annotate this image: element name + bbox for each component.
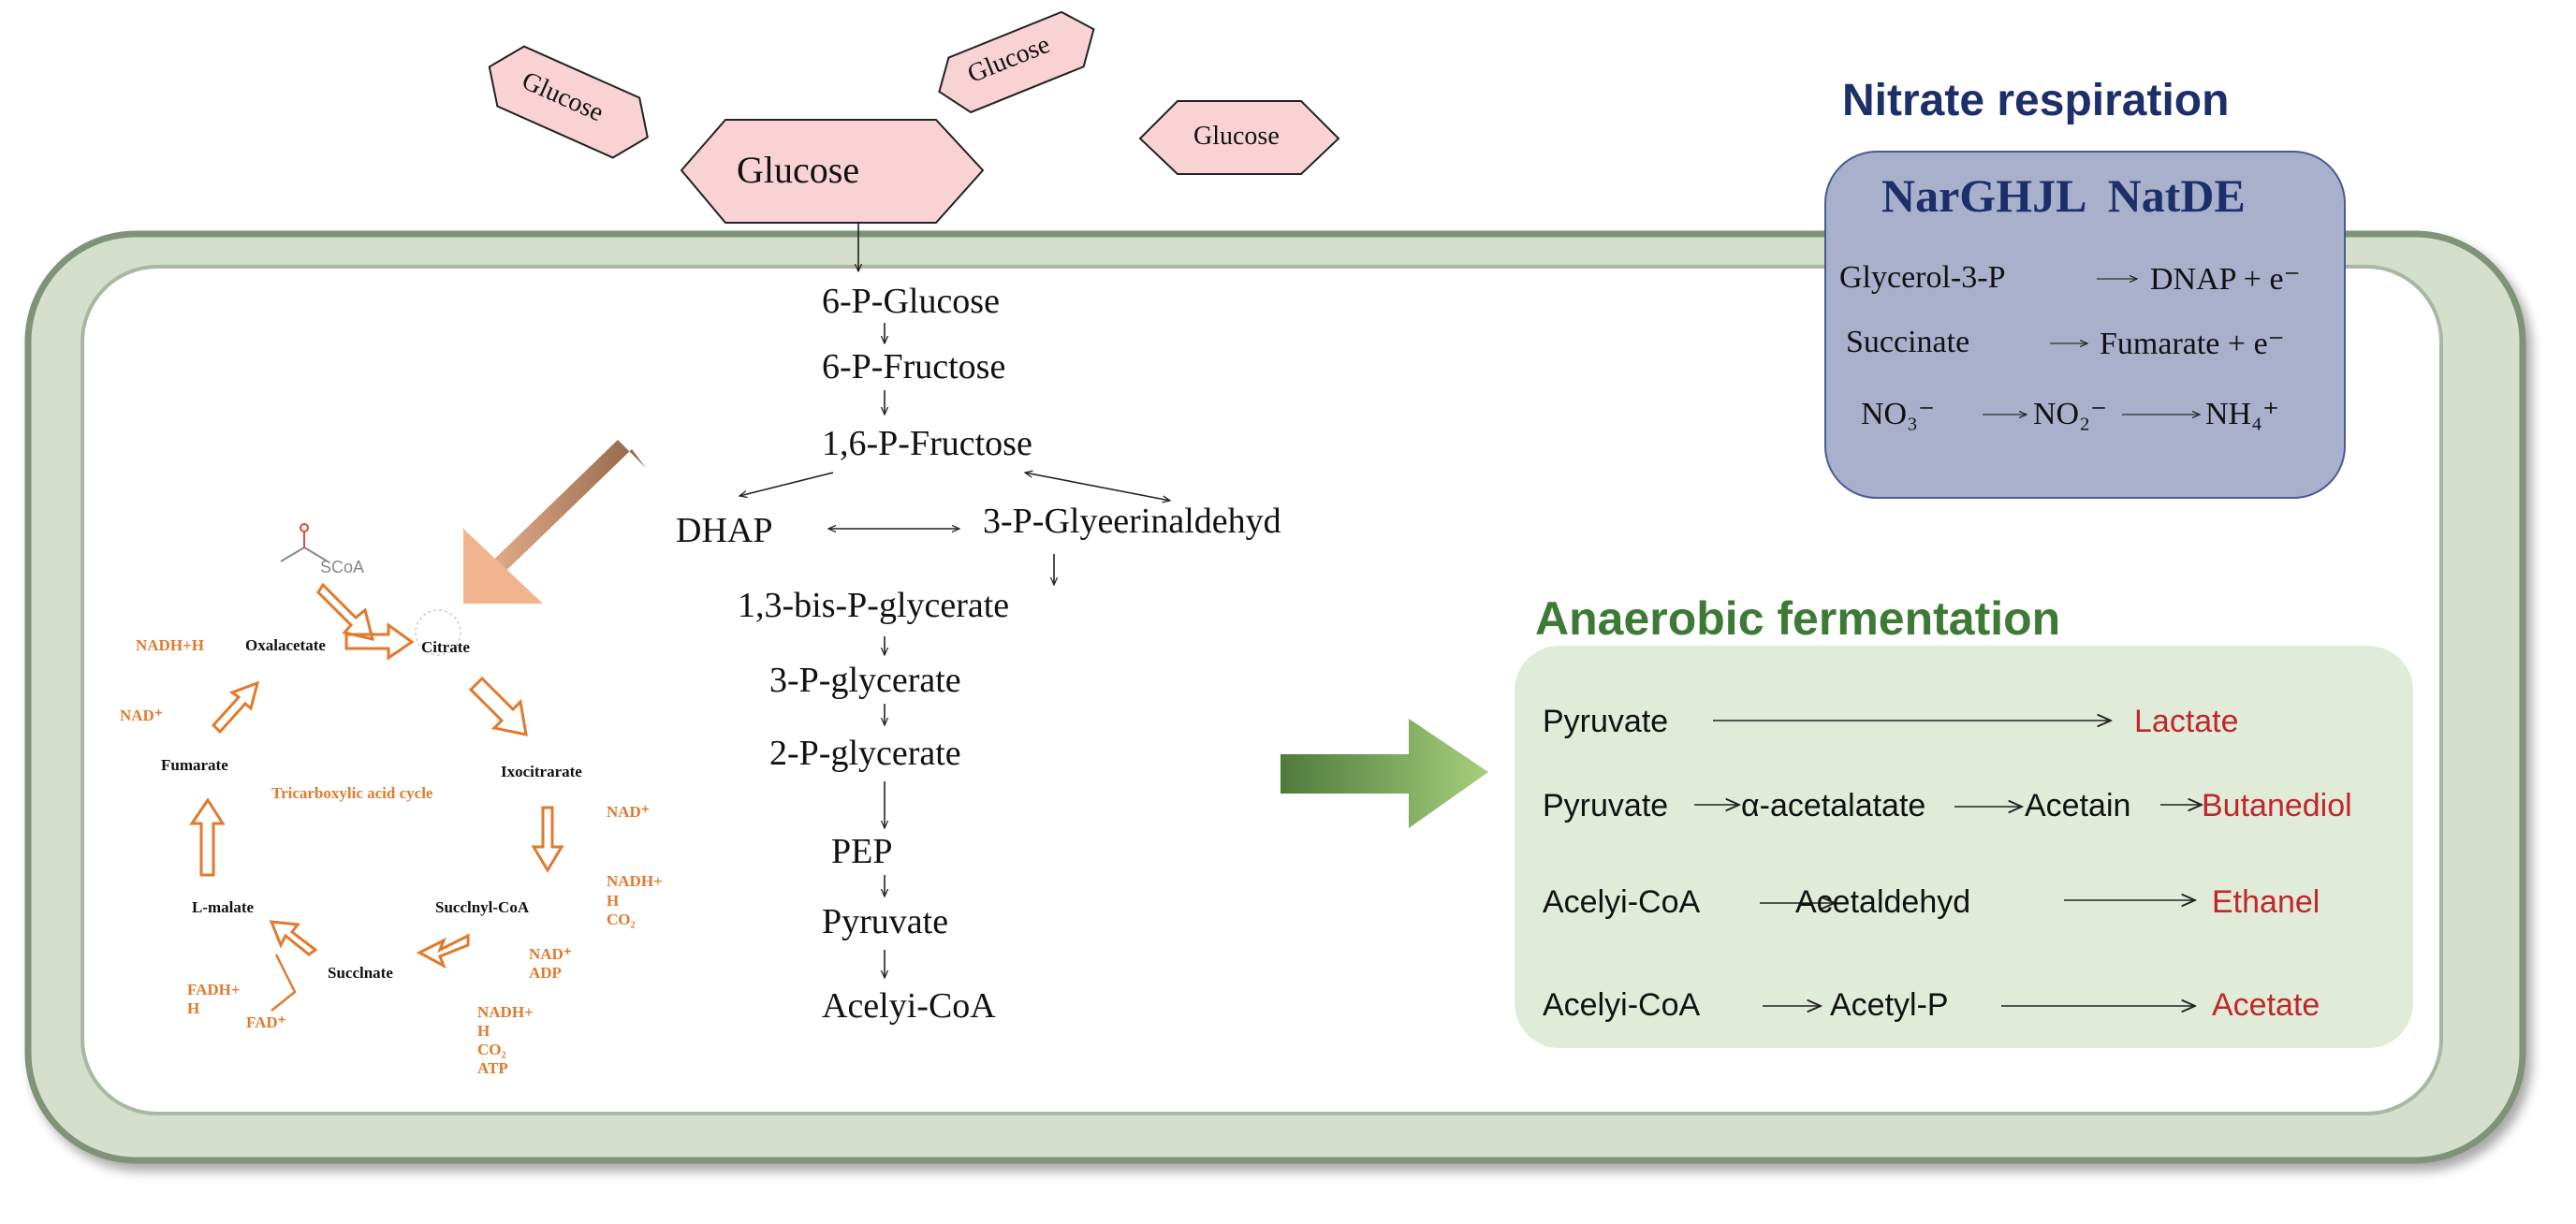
fermentation-box	[1515, 646, 2413, 1048]
tca-fadh-2: H	[187, 999, 200, 1017]
glycolysis-pg3: 3-P-glycerate	[769, 661, 961, 700]
glycolysis-pg2: 2-P-glycerate	[769, 734, 961, 773]
tca-title: Tricarboxylic acid cycle	[271, 784, 433, 802]
ferm-r4-product: Acetate	[2212, 987, 2320, 1023]
glycolysis-pep: PEP	[831, 832, 893, 871]
tca-nadh-right-3: CO₂	[607, 911, 636, 928]
nitrate-row2-product: Fumarate + e⁻	[2100, 327, 2285, 361]
tca-nad-right: NAD⁺	[607, 803, 650, 821]
ferm-r2-intermediate-1: α-acetalatate	[1741, 788, 1926, 823]
fermentation-title: Anaerobic fermentation	[1535, 592, 2061, 645]
ferm-r4-intermediate: Acetyl-P	[1830, 987, 1949, 1023]
fermentation-arrows	[1694, 721, 2202, 1006]
tca-nadh-right-2: H	[607, 892, 620, 910]
big-arrow-to-fermentation	[1281, 719, 1488, 828]
tca-l-malate: L-malate	[192, 898, 255, 916]
glucose-hexagon-small-1	[488, 45, 649, 159]
ferm-r2-substrate: Pyruvate	[1543, 788, 1669, 823]
tca-nadh-bottom-3: CO₂	[477, 1041, 506, 1058]
nitrate-arrows	[1983, 279, 2200, 415]
tca-fadh-1: FADH+	[187, 981, 241, 998]
nitrate-row3-no3: NO₃⁻	[1861, 397, 1935, 431]
tca-succinyl-coa: Succlnyl-CoA	[435, 898, 530, 916]
tca-nadh-right-1: NADH+	[607, 872, 663, 890]
ferm-r3-product: Ethanel	[2212, 884, 2320, 920]
glycolysis-g6p: 6-P-Glucose	[822, 282, 1000, 321]
glycolysis-f16p: 1,6-P-Fructose	[822, 424, 1032, 463]
tca-nad-left: NAD⁺	[120, 707, 163, 724]
nitrate-row1-substrate: Glycerol-3-P	[1839, 260, 2006, 295]
tca-scoa: SCoA	[320, 558, 365, 576]
tca-nadh-bottom-4: ATP	[477, 1059, 508, 1077]
ferm-r2-intermediate-2: Acetain	[2025, 788, 2131, 823]
glycolysis-dhap: DHAP	[676, 511, 773, 550]
nitrate-row3-no2: NO₂⁻	[2033, 397, 2107, 431]
ferm-r1-substrate: Pyruvate	[1543, 704, 1669, 739]
ferm-r3-substrate: Acelyi-CoA	[1543, 884, 1701, 920]
tca-citrate: Citrate	[421, 638, 470, 656]
tca-nad-adp-1: NAD⁺	[529, 945, 572, 963]
nitrate-row1-product: DNAP + e⁻	[2150, 262, 2301, 297]
tca-nadh-h-top: NADH+H	[136, 636, 204, 654]
tca-nadh-bottom-2: H	[477, 1022, 490, 1040]
tca-fumarate: Fumarate	[161, 756, 228, 774]
tca-cycle-graphic	[189, 523, 564, 1012]
ferm-r2-product: Butanediol	[2202, 788, 2352, 823]
tca-oxalacetate: Oxalacetate	[245, 636, 326, 654]
glucose-small-label-3: Glucose	[1193, 122, 1280, 151]
nitrate-row2-substrate: Succinate	[1846, 325, 1970, 359]
glycolysis-f6p: 6-P-Fructose	[822, 347, 1006, 386]
tca-nad-adp-2: ADP	[529, 964, 562, 982]
glycolysis-acoa: Acelyi-CoA	[822, 986, 996, 1026]
nitrate-row3-nh4: NH₄⁺	[2205, 397, 2279, 431]
nitrate-genes: NarGHJL NatDE	[1881, 169, 2246, 222]
tca-succinate: Succlnate	[328, 964, 393, 982]
glucose-hexagon-small-3	[1138, 100, 1340, 175]
ferm-r1-product: Lactate	[2134, 704, 2239, 739]
glycolysis-pyruvate: Pyruvate	[822, 902, 949, 941]
nitrate-title: Nitrate respiration	[1842, 76, 2230, 125]
glycolysis-bpg: 1,3-bis-P-glycerate	[738, 586, 1010, 625]
glycolysis-arrows	[739, 223, 1170, 978]
glucose-hexagon-small-2	[938, 10, 1095, 114]
nitrate-box	[1824, 151, 2346, 499]
glucose-main-label: Glucose	[737, 149, 860, 191]
glucose-hexagon-main	[680, 119, 985, 224]
tca-fad: FAD⁺	[246, 1013, 286, 1031]
tca-isocitrate: Ixocitrarate	[501, 763, 582, 780]
tca-nadh-bottom-1: NADH+	[477, 1003, 534, 1021]
ferm-r3-intermediate: Acetaldehyd	[1795, 884, 1971, 920]
ferm-r4-substrate: Acelyi-CoA	[1543, 987, 1701, 1023]
big-arrow-to-tca	[463, 440, 646, 604]
glycolysis-g3p: 3-P-Glyeerinaldehyd	[983, 502, 1281, 541]
